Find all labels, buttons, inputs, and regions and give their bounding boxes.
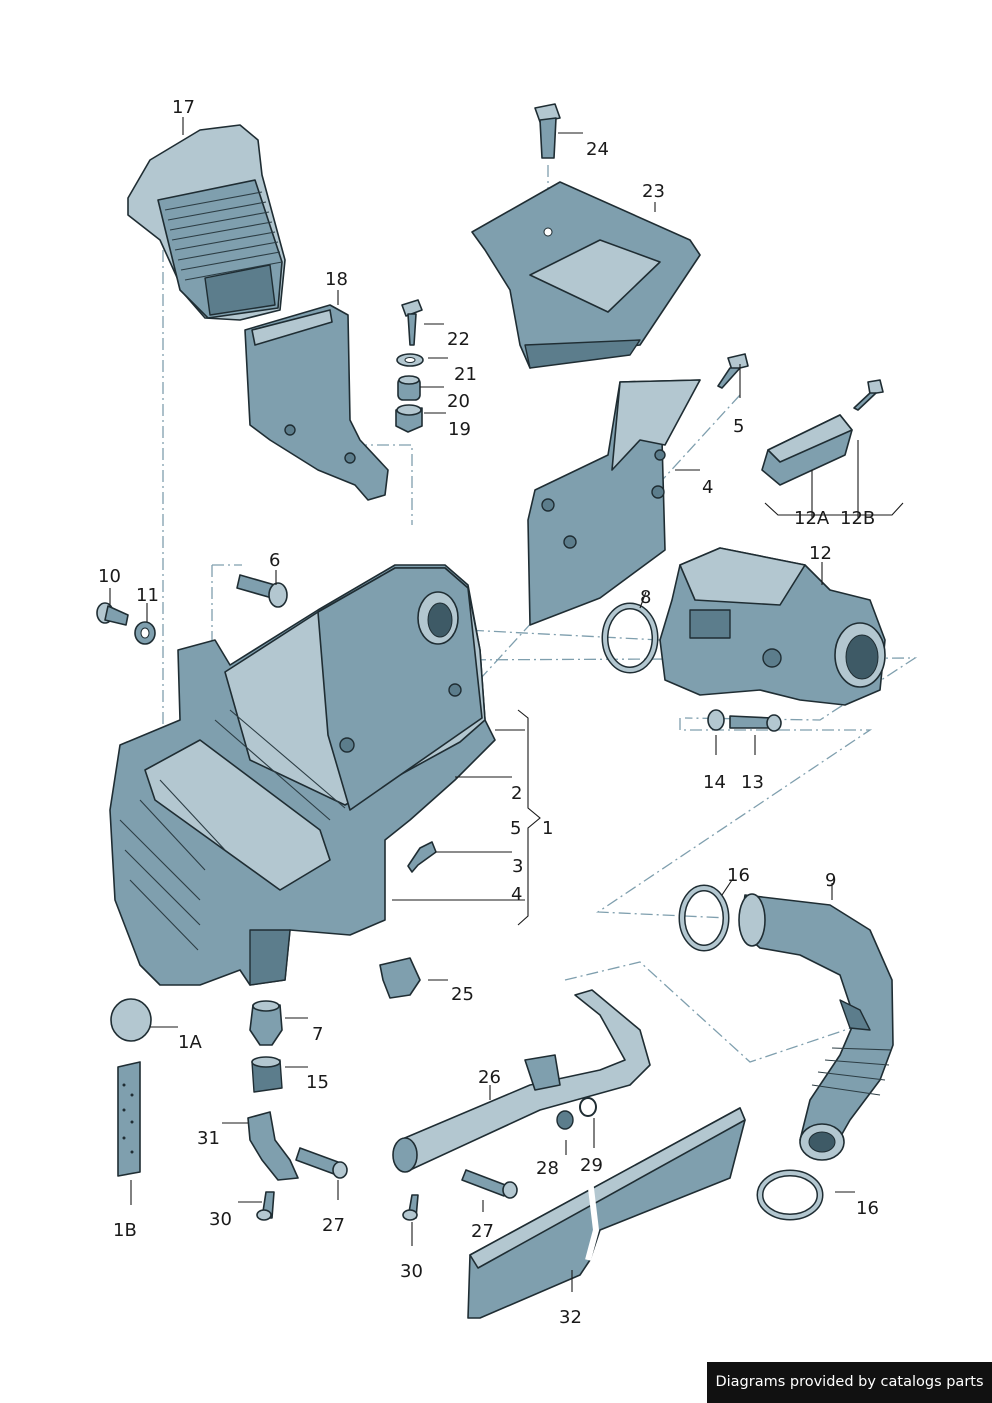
callout-21: 21 [454, 364, 477, 385]
clips-3-25 [379, 841, 437, 999]
callout-25: 25 [451, 984, 474, 1005]
callout-3: 3 [512, 856, 523, 877]
callout-6: 6 [269, 550, 280, 571]
callout-12: 12 [809, 543, 832, 564]
callout-27-left: 27 [322, 1215, 345, 1236]
callout-24: 24 [586, 139, 609, 160]
callout-29: 29 [580, 1155, 603, 1176]
o-ring-8 [601, 602, 659, 674]
callout-2: 2 [511, 783, 522, 804]
callout-leaders [109, 117, 904, 1292]
callout-27-right: 27 [471, 1221, 494, 1242]
bracket-4 [527, 353, 749, 626]
callout-7: 7 [312, 1024, 323, 1045]
pipe-26 [392, 989, 651, 1173]
intake-duct-17 [127, 124, 286, 321]
callout-26: 26 [478, 1067, 501, 1088]
callout-32: 32 [559, 1307, 582, 1328]
callout-1b: 1B [113, 1220, 137, 1241]
bolts-6-10-11 [96, 574, 288, 645]
callout-10: 10 [98, 566, 121, 587]
credit-banner: Diagrams provided by catalogs parts [707, 1362, 992, 1403]
sensor-12a [761, 379, 884, 486]
callout-15: 15 [306, 1072, 329, 1093]
callout-12a: 12A [794, 508, 830, 529]
callout-9: 9 [825, 870, 836, 891]
air-mass-meter-12 [659, 547, 886, 706]
callout-4-lower: 4 [511, 884, 522, 905]
callout-4-upper: 4 [702, 477, 713, 498]
callout-labels: 17 18 22 21 20 19 24 23 5 4 12A 12B 12 8… [98, 97, 879, 1328]
callout-14: 14 [703, 772, 726, 793]
callout-11: 11 [136, 585, 159, 606]
callout-20: 20 [447, 391, 470, 412]
callout-31: 31 [197, 1128, 220, 1149]
callout-23: 23 [642, 181, 665, 202]
callout-12b: 12B [840, 508, 875, 529]
hose-clamps-16 [678, 884, 824, 1221]
fastener-stack [395, 299, 424, 433]
callout-13: 13 [741, 772, 764, 793]
callout-5-lower: 5 [510, 818, 521, 839]
grommets-caps [110, 998, 283, 1177]
washer-bolt-13-14 [707, 709, 782, 732]
callout-28: 28 [536, 1158, 559, 1179]
callout-18: 18 [325, 269, 348, 290]
air-guide-18 [244, 304, 389, 501]
callout-17: 17 [172, 97, 195, 118]
callout-30-left: 30 [209, 1209, 232, 1230]
air-filter-housing-1 [109, 564, 496, 986]
callout-22: 22 [447, 329, 470, 350]
callout-16-upper: 16 [727, 865, 750, 886]
callout-1a: 1A [178, 1032, 202, 1053]
cover-23 [471, 103, 701, 369]
callout-30-right: 30 [400, 1261, 423, 1282]
bracket-31 [247, 1111, 518, 1221]
callout-1: 1 [542, 818, 553, 839]
intake-hose-9 [738, 893, 894, 1161]
callout-19: 19 [448, 419, 471, 440]
profile-32 [467, 1107, 746, 1319]
callout-16-lower: 16 [856, 1198, 879, 1219]
callout-5-upper: 5 [733, 416, 744, 437]
callout-8: 8 [640, 587, 651, 608]
